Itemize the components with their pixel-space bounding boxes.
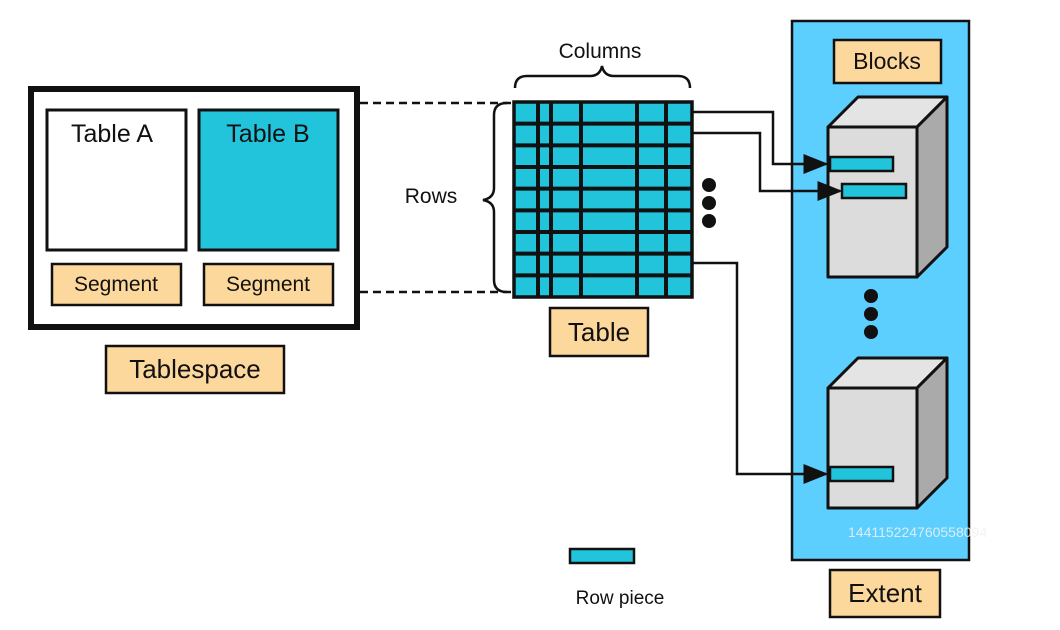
table-b-box [197, 108, 340, 252]
segment-a-label: Segment [74, 273, 158, 296]
tablespace-label-box [104, 344, 286, 395]
tablespace-box: Table A Table B Segment Segment [28, 86, 360, 330]
table-label: Table [568, 317, 630, 347]
segment-b-label: Segment [226, 273, 310, 296]
table-a-label: Table A [71, 120, 153, 148]
blocks-label: Blocks [853, 48, 921, 74]
table-grid [512, 100, 694, 299]
table-a-box [45, 108, 188, 252]
extent-label-box [828, 568, 942, 619]
legend-row-piece-swatch [568, 547, 636, 565]
rows-label: Rows [405, 185, 458, 208]
legend-row-piece-label: Row piece [576, 588, 665, 609]
extent-label: Extent [848, 578, 922, 608]
blocks-label-box [832, 38, 943, 85]
columns-label: Columns [559, 40, 642, 63]
row-piece [840, 182, 908, 200]
tablespace-label: Tablespace [129, 354, 261, 384]
row-piece [828, 155, 895, 173]
more-blocks-dots [864, 289, 878, 339]
table-b-label: Table B [226, 120, 309, 148]
block-1 [826, 95, 949, 279]
row-piece [828, 465, 895, 483]
segment-a-box [50, 262, 183, 307]
columns-brace [513, 65, 692, 89]
watermark: 144115224760558094 [848, 524, 987, 540]
segment-b-box [202, 262, 335, 307]
more-rows-dots [702, 178, 716, 228]
table-label-box [548, 306, 650, 358]
row-arrows [692, 110, 843, 484]
block-2 [826, 356, 949, 510]
rows-brace [482, 101, 508, 294]
